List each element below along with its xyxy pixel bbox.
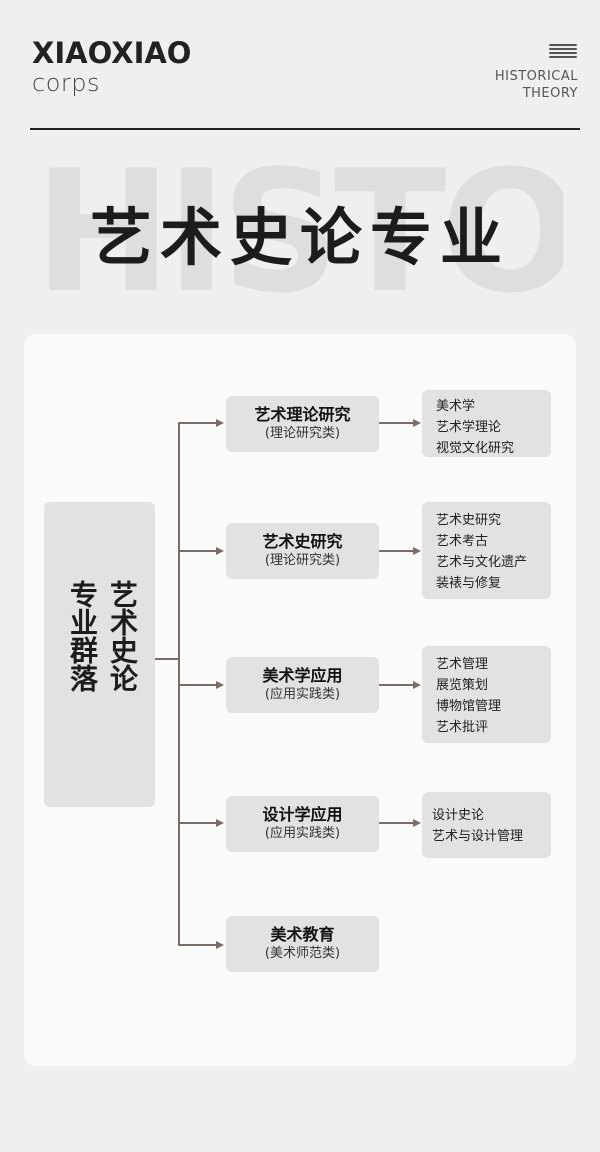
- leaf-connector: [379, 550, 415, 552]
- branch-label: 美术学应用: [262, 666, 343, 685]
- leaf-item: 视觉文化研究: [436, 441, 515, 456]
- arrow-icon: [216, 419, 224, 427]
- root-label-col2: 专业群落: [66, 580, 99, 692]
- branch-connector: [178, 422, 218, 424]
- arrow-icon: [413, 681, 421, 689]
- leaf-connector: [379, 422, 415, 424]
- leaf-connector: [379, 822, 415, 824]
- leaf-connector: [379, 684, 415, 686]
- branch-connector: [178, 684, 218, 686]
- branch-connector: [178, 944, 218, 946]
- leaf-item: 艺术学理论: [436, 420, 502, 435]
- leaf-item: 艺术管理: [436, 657, 489, 672]
- leaf-item: 博物馆管理: [436, 699, 502, 714]
- arrow-icon: [413, 419, 421, 427]
- root-node: 艺术史论 专业群落: [44, 502, 155, 807]
- branch-sub: (理论研究类): [264, 426, 341, 441]
- branch-connector: [178, 822, 218, 824]
- leaf-item: 美术学: [436, 399, 476, 414]
- leaf-node: 设计史论 艺术与设计管理: [422, 792, 551, 858]
- branch-sub: (应用实践类): [264, 687, 341, 702]
- branch-node: 艺术史研究 (理论研究类): [226, 523, 379, 579]
- arrow-icon: [216, 681, 224, 689]
- arrow-icon: [216, 819, 224, 827]
- leaf-item: 设计史论: [432, 808, 485, 823]
- page-title: 艺术史论专业: [89, 201, 510, 274]
- leaf-node: 艺术史研究 艺术考古 艺术与文化遗产 装裱与修复: [422, 502, 551, 599]
- brand-name: XIAOXIAO: [32, 36, 192, 70]
- brand-sub: corps: [32, 69, 100, 97]
- arrow-icon: [413, 547, 421, 555]
- branch-label: 艺术理论研究: [254, 405, 351, 424]
- branch-connector: [178, 550, 218, 552]
- leaf-node: 艺术管理 展览策划 博物馆管理 艺术批评: [422, 646, 551, 743]
- branch-label: 设计学应用: [262, 805, 343, 824]
- branch-node: 设计学应用 (应用实践类): [226, 796, 379, 852]
- corner-line-2: THEORY: [522, 86, 578, 101]
- leaf-item: 艺术批评: [436, 720, 489, 735]
- branch-sub: (应用实践类): [264, 826, 341, 841]
- corner-label: HISTORICAL THEORY: [495, 68, 578, 102]
- branch-node: 艺术理论研究 (理论研究类): [226, 396, 379, 452]
- brand-logo: XIAOXIAO corps: [32, 38, 191, 96]
- branch-label: 美术教育: [270, 925, 335, 944]
- leaf-item: 艺术与文化遗产: [436, 555, 528, 570]
- corner-line-1: HISTORICAL: [494, 69, 578, 84]
- branch-node: 美术教育 (美术师范类): [226, 916, 379, 972]
- branch-sub: (美术师范类): [264, 946, 341, 961]
- leaf-item: 展览策划: [436, 678, 489, 693]
- leaf-item: 艺术史研究: [436, 513, 502, 528]
- leaf-item: 装裱与修复: [436, 576, 502, 591]
- header-divider: [30, 128, 580, 130]
- arrow-icon: [413, 819, 421, 827]
- stack-icon: [549, 44, 577, 60]
- branch-sub: (理论研究类): [264, 553, 341, 568]
- root-connector: [155, 658, 179, 660]
- arrow-icon: [216, 941, 224, 949]
- branch-label: 艺术史研究: [262, 532, 343, 551]
- leaf-item: 艺术与设计管理: [432, 829, 524, 844]
- leaf-node: 美术学 艺术学理论 视觉文化研究: [422, 390, 551, 457]
- root-label-col1: 艺术史论: [106, 580, 139, 692]
- watermark-text: HISTORY: [34, 162, 564, 302]
- arrow-icon: [216, 547, 224, 555]
- leaf-item: 艺术考古: [436, 534, 489, 549]
- branch-node: 美术学应用 (应用实践类): [226, 657, 379, 713]
